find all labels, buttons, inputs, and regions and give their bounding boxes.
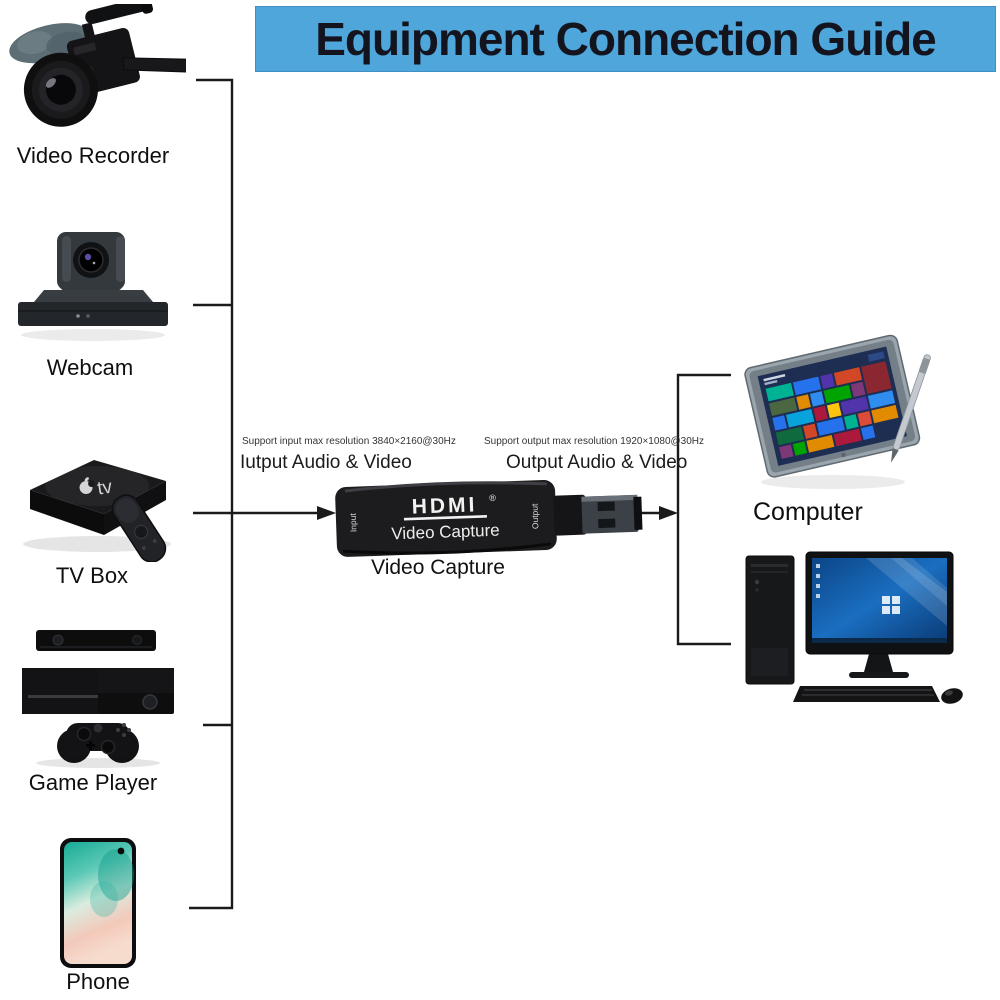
usb-plug-icon [581,494,643,534]
phone-label: Phone [66,969,130,994]
phone-figure [58,837,138,969]
webcam-figure [6,218,181,348]
page-title: Equipment Connection Guide [315,13,937,65]
input-io-label: Iutput Audio & Video [240,452,412,473]
apple-tv-icon: tv [23,460,171,562]
output-io-label: Output Audio & Video [506,452,688,473]
svg-text:tv: tv [96,476,114,499]
camcorder-icon [9,4,186,127]
game-player-label: Game Player [28,770,158,795]
tv-box-figure: tv [2,436,187,562]
tv-box-label: TV Box [55,563,129,588]
smartphone-icon [60,838,136,968]
source-bus-line [189,78,234,910]
stylus-icon [891,354,931,463]
dongle-output-side-text: Output [530,503,541,529]
video-capture-figure: HDMI ® Video Capture Input Output [328,466,653,566]
computer-bracket-line [676,373,731,646]
computer-label: Computer [753,498,863,526]
webcam-label: Webcam [46,355,134,380]
input-resolution-note: Support input max resolution 3840×2160@3… [242,436,456,447]
video-capture-caption: Video Capture [371,556,505,579]
desktop-pc-figure [736,548,971,713]
output-arrowhead-icon [659,506,678,520]
video-recorder-figure [6,4,186,142]
video-recorder-label: Video Recorder [16,143,170,168]
title-banner: Equipment Connection Guide [255,6,996,72]
game-player-figure [10,622,185,770]
dongle-input-side-text: Input [348,512,359,532]
tablet-icon [744,334,931,489]
hdmi-capture-dongle-icon: HDMI ® Video Capture Input Output [335,480,643,557]
dongle-brand-reg: ® [489,493,496,503]
dongle-brand-text: HDMI [411,493,477,518]
output-resolution-note: Support output max resolution 1920×1080@… [484,436,705,447]
ptz-camera-icon [18,232,168,341]
tablet-figure [738,310,933,510]
dongle-line2-text: Video Capture [391,521,500,544]
desktop-pc-icon [745,551,963,704]
game-console-icon [22,630,174,768]
